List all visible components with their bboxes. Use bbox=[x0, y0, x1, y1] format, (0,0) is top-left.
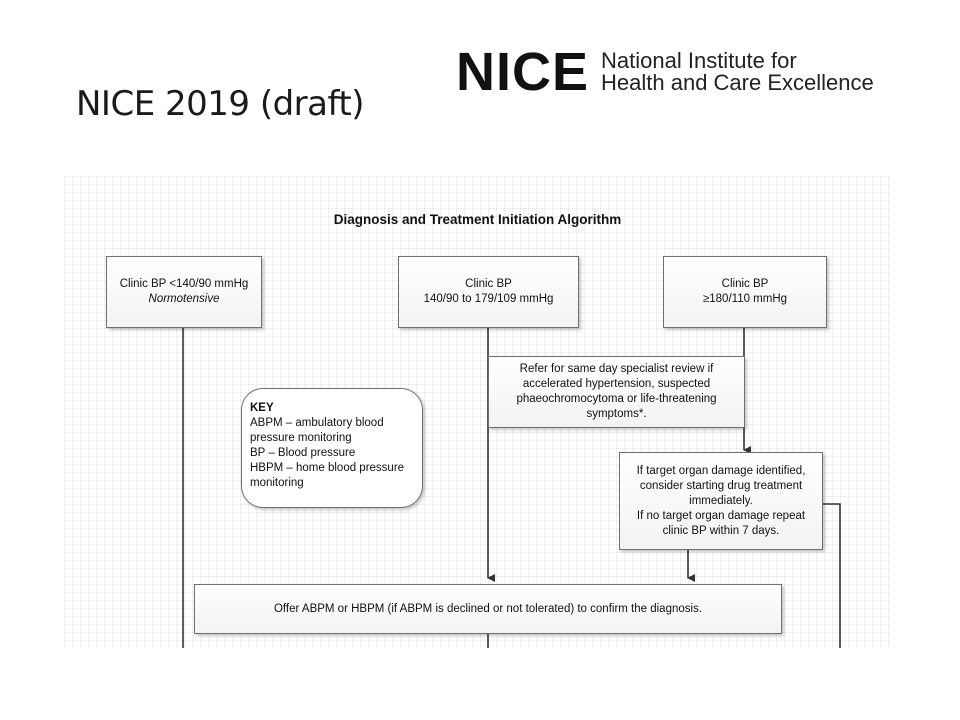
connector-lines bbox=[182, 328, 841, 648]
connector-organ-right bbox=[823, 503, 841, 648]
key-line: pressure monitoring bbox=[250, 432, 352, 444]
box-normotensive-line1: Clinic BP <140/90 mmHg bbox=[119, 278, 249, 290]
key-line: HBPM – home blood pressure bbox=[250, 462, 405, 474]
box-normotensive-line2: Normotensive bbox=[148, 293, 220, 305]
box-organ-damage-line: If no target organ damage repeat bbox=[636, 509, 806, 522]
box-organ-damage-line: consider starting drug treatment bbox=[639, 479, 803, 492]
logo-word: NICE bbox=[456, 42, 590, 102]
key-line: ABPM – ambulatory blood bbox=[250, 417, 384, 429]
box-stage1-line2: 140/90 to 179/109 mmHg bbox=[423, 293, 554, 305]
key-line: monitoring bbox=[250, 477, 304, 489]
box-organ-damage: If target organ damage identified, consi… bbox=[619, 452, 823, 550]
box-severe-line1: Clinic BP bbox=[721, 278, 769, 290]
diagram-title: Diagnosis and Treatment Initiation Algor… bbox=[333, 212, 622, 227]
box-refer-line: accelerated hypertension, suspected bbox=[522, 378, 711, 390]
box-refer: Refer for same day specialist review if … bbox=[488, 356, 745, 428]
algorithm-diagram: Diagnosis and Treatment Initiation Algor… bbox=[64, 176, 891, 648]
box-normotensive: Clinic BP <140/90 mmHg Normotensive bbox=[106, 256, 262, 328]
key-line: BP – Blood pressure bbox=[250, 447, 356, 459]
box-offer-abpm-text: Offer ABPM or HBPM (if ABPM is declined … bbox=[273, 602, 703, 615]
box-refer-line: phaeochromocytoma or life-threatening bbox=[516, 393, 717, 405]
box-organ-damage-line: clinic BP within 7 days. bbox=[662, 524, 780, 537]
box-stage1: Clinic BP 140/90 to 179/109 mmHg bbox=[398, 256, 579, 328]
box-refer-line: Refer for same day specialist review if bbox=[519, 363, 714, 375]
box-organ-damage-line: If target organ damage identified, bbox=[636, 464, 806, 477]
box-severe: Clinic BP ≥180/110 mmHg bbox=[663, 256, 827, 328]
key-legend: KEY ABPM – ambulatory blood pressure mon… bbox=[241, 388, 423, 508]
box-severe-line2: ≥180/110 mmHg bbox=[702, 293, 788, 305]
logo-subtitle-line1: National Institute for bbox=[601, 48, 797, 73]
slide-title: NICE 2019 (draft) bbox=[76, 84, 364, 124]
nice-logo: NICE National Institute for Health and C… bbox=[456, 44, 874, 100]
box-refer-line: symptoms*. bbox=[586, 408, 647, 420]
box-stage1-line1: Clinic BP bbox=[465, 278, 512, 290]
box-offer-abpm: Offer ABPM or HBPM (if ABPM is declined … bbox=[194, 584, 782, 634]
key-title: KEY bbox=[250, 402, 274, 414]
box-organ-damage-line: immediately. bbox=[689, 494, 753, 507]
logo-subtitle-line2: Health and Care Excellence bbox=[601, 70, 874, 95]
logo-subtitle: National Institute for Health and Care E… bbox=[601, 50, 874, 94]
